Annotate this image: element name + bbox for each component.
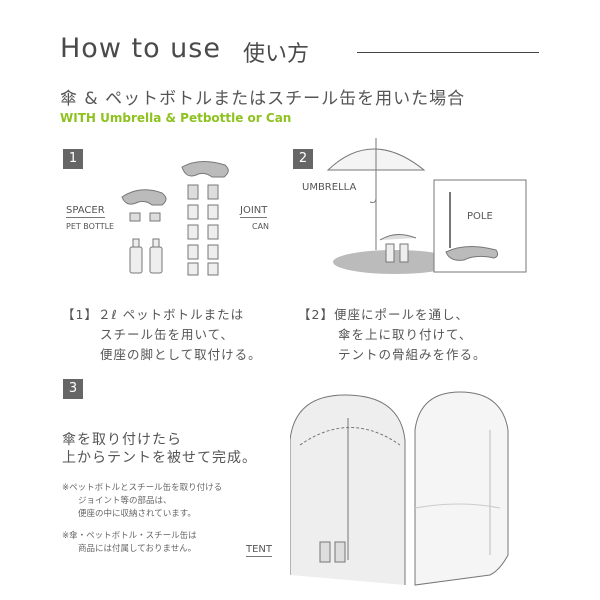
- umbrella-label: UMBRELLA: [302, 182, 357, 193]
- step-2-badge: 2: [293, 149, 313, 169]
- umbrella-inside: [299, 427, 401, 446]
- step-1-desc-line-1: 【1】２ℓ ペットボトルまたは: [62, 307, 245, 322]
- step-3-text-line-1: 傘を取り付けたら: [62, 432, 182, 448]
- step-2-desc-line-2: 傘を上に取り付けて、: [338, 327, 473, 342]
- can-stack-2: [207, 184, 219, 276]
- note-1-line-2: ジョイント等の部品は、: [78, 496, 172, 506]
- step-3-text-line-2: 上からテントを被せて完成。: [62, 450, 257, 466]
- pet-bottle-1: [129, 238, 143, 274]
- umbrella-handle: [369, 180, 377, 203]
- tent-finished: [414, 391, 509, 586]
- subtitle-japanese: 傘 & ペットボトルまたはスチール缶を用いた場合: [60, 89, 466, 109]
- page-title-japanese: 使い方: [243, 42, 310, 67]
- spacer-part: [121, 189, 167, 206]
- joint-label: JOINT: [240, 205, 268, 218]
- pet-bottle-label: PET BOTTLE: [66, 222, 115, 231]
- note-1-line-1: ※ペットボトルとスチール缶を取り付ける: [62, 483, 223, 493]
- step-1-badge: 1: [63, 149, 83, 169]
- pole-label: POLE: [467, 211, 493, 222]
- note-2-line-1: ※傘・ペットボトル・スチール缶は: [62, 531, 197, 541]
- subtitle-english: WITH Umbrella & Petbottle or Can: [60, 111, 292, 125]
- step-2-illustration: [326, 138, 527, 274]
- spacer-label: SPACER: [66, 205, 105, 218]
- step-2-desc-line-1: 【2】便座にポールを通し、: [298, 307, 469, 322]
- step-1-desc-line-2: スチール缶を用いて、: [100, 327, 235, 342]
- can-stack-1: [187, 184, 199, 276]
- seat: [379, 234, 417, 241]
- step-1-desc-line-3: 便座の脚として取付ける。: [100, 347, 262, 362]
- tent-label: TENT: [246, 544, 273, 557]
- note-2-line-2: 商品には付属しておりません。: [78, 544, 197, 554]
- can-label: CAN: [252, 222, 270, 231]
- step-2-desc-line-3: テントの骨組みを作る。: [338, 347, 487, 362]
- note-1-line-3: 便座の中に収納されています。: [78, 509, 196, 519]
- step-1-illustration: [121, 161, 229, 276]
- shadow: [333, 250, 457, 274]
- pet-bottle-2: [149, 238, 163, 274]
- joint-part: [181, 161, 229, 178]
- step-3-badge: 3: [63, 379, 83, 399]
- page-title: How to use: [60, 33, 221, 64]
- step-3-illustration: [290, 391, 509, 586]
- seat-detail: [445, 246, 499, 261]
- title-divider: [357, 52, 539, 53]
- pole-detail-box: [433, 179, 527, 273]
